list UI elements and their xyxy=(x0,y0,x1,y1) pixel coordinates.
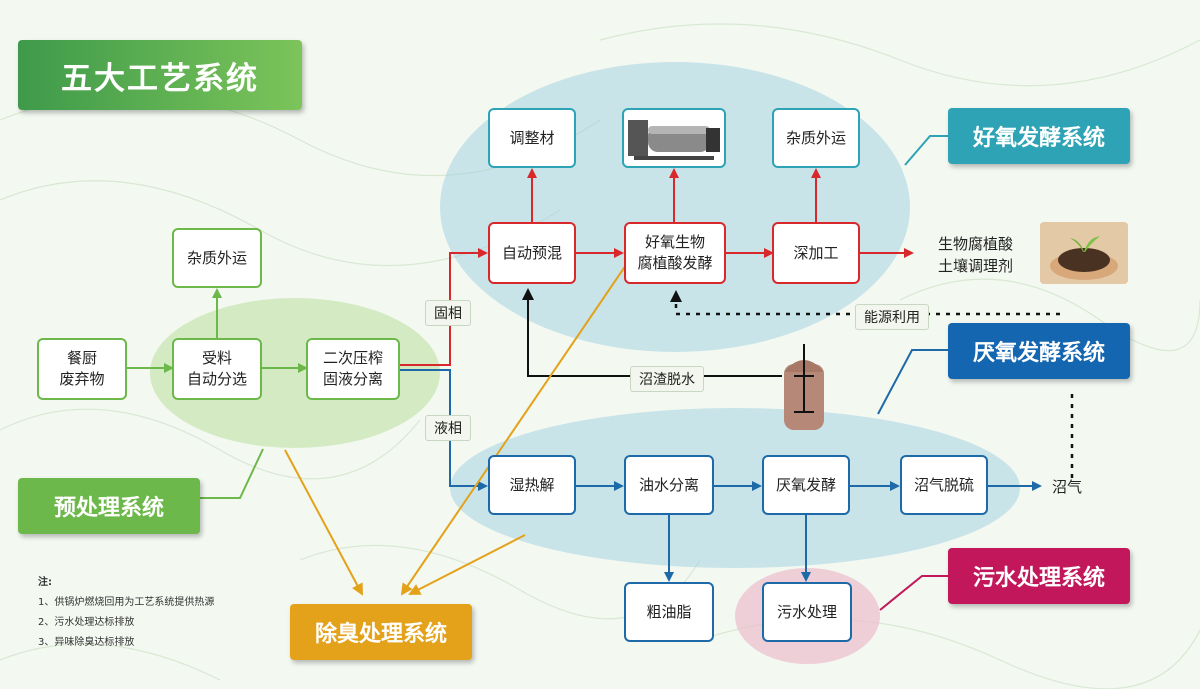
node-line: 生物腐植酸 xyxy=(938,235,1014,253)
press-separation-node: 二次压榨固液分离 xyxy=(306,338,400,400)
notes-heading: 注: xyxy=(38,577,52,588)
node-line: 受料 xyxy=(201,349,232,367)
deodor-system-banner: 除臭处理系统 xyxy=(290,604,472,660)
kitchen-waste-node: 餐厨废弃物 xyxy=(37,338,127,400)
note-item: 2、污水处理达标排放 xyxy=(38,617,135,628)
node-line: 腐植酸发酵 xyxy=(637,254,713,272)
notes-block: 注: 1、供锅炉燃烧回用为工艺系统提供热源 2、污水处理达标排放 3、异味除臭达… xyxy=(38,573,214,653)
product-node: 生物腐植酸 土壤调理剂 xyxy=(938,233,1013,277)
digestate-dewater-label: 沼渣脱水 xyxy=(630,366,704,392)
node-line: 好氧生物 xyxy=(644,233,705,251)
fermenter-machine-icon xyxy=(628,120,720,160)
desulfur-node: 沼气脱硫 xyxy=(900,455,988,515)
node-line: 自动分选 xyxy=(186,370,247,388)
soil-hands-icon xyxy=(1040,222,1128,284)
biogas-label: 沼气 xyxy=(1052,478,1083,496)
amendment-node: 调整材 xyxy=(488,108,576,168)
energy-use-label: 能源利用 xyxy=(855,304,929,330)
solid-phase-label: 固相 xyxy=(425,300,471,326)
page-title: 五大工艺系统 xyxy=(18,40,302,110)
note-item: 1、供锅炉燃烧回用为工艺系统提供热源 xyxy=(38,597,215,608)
wastewater-treat-node: 污水处理 xyxy=(762,582,852,642)
digester-tank-icon xyxy=(782,342,826,432)
anaerobic-ferment-node: 厌氧发酵 xyxy=(762,455,850,515)
impurity-out-node-2: 杂质外运 xyxy=(772,108,860,168)
oil-separation-node: 油水分离 xyxy=(624,455,714,515)
liquid-phase-label: 液相 xyxy=(425,415,471,441)
auto-sort-node: 受料自动分选 xyxy=(172,338,262,400)
pretreatment-system-banner: 预处理系统 xyxy=(18,478,200,534)
node-line: 二次压榨 xyxy=(322,349,383,367)
crude-oil-node: 粗油脂 xyxy=(624,582,714,642)
note-item: 3、异味除臭达标排放 xyxy=(38,637,135,648)
node-line: 废弃物 xyxy=(59,370,105,388)
wastewater-system-banner: 污水处理系统 xyxy=(948,548,1130,604)
fermenter-machine-node xyxy=(622,108,726,168)
anaerobic-system-banner: 厌氧发酵系统 xyxy=(948,323,1130,379)
aerobic-ferment-node: 好氧生物腐植酸发酵 xyxy=(624,222,726,284)
hydrolysis-node: 湿热解 xyxy=(488,455,576,515)
node-line: 餐厨 xyxy=(66,349,97,367)
auto-premix-node: 自动预混 xyxy=(488,222,576,284)
node-line: 土壤调理剂 xyxy=(938,257,1014,275)
impurity-out-node-1: 杂质外运 xyxy=(172,228,262,288)
node-line: 固液分离 xyxy=(322,370,383,388)
aerobic-system-banner: 好氧发酵系统 xyxy=(948,108,1130,164)
deep-process-node: 深加工 xyxy=(772,222,860,284)
